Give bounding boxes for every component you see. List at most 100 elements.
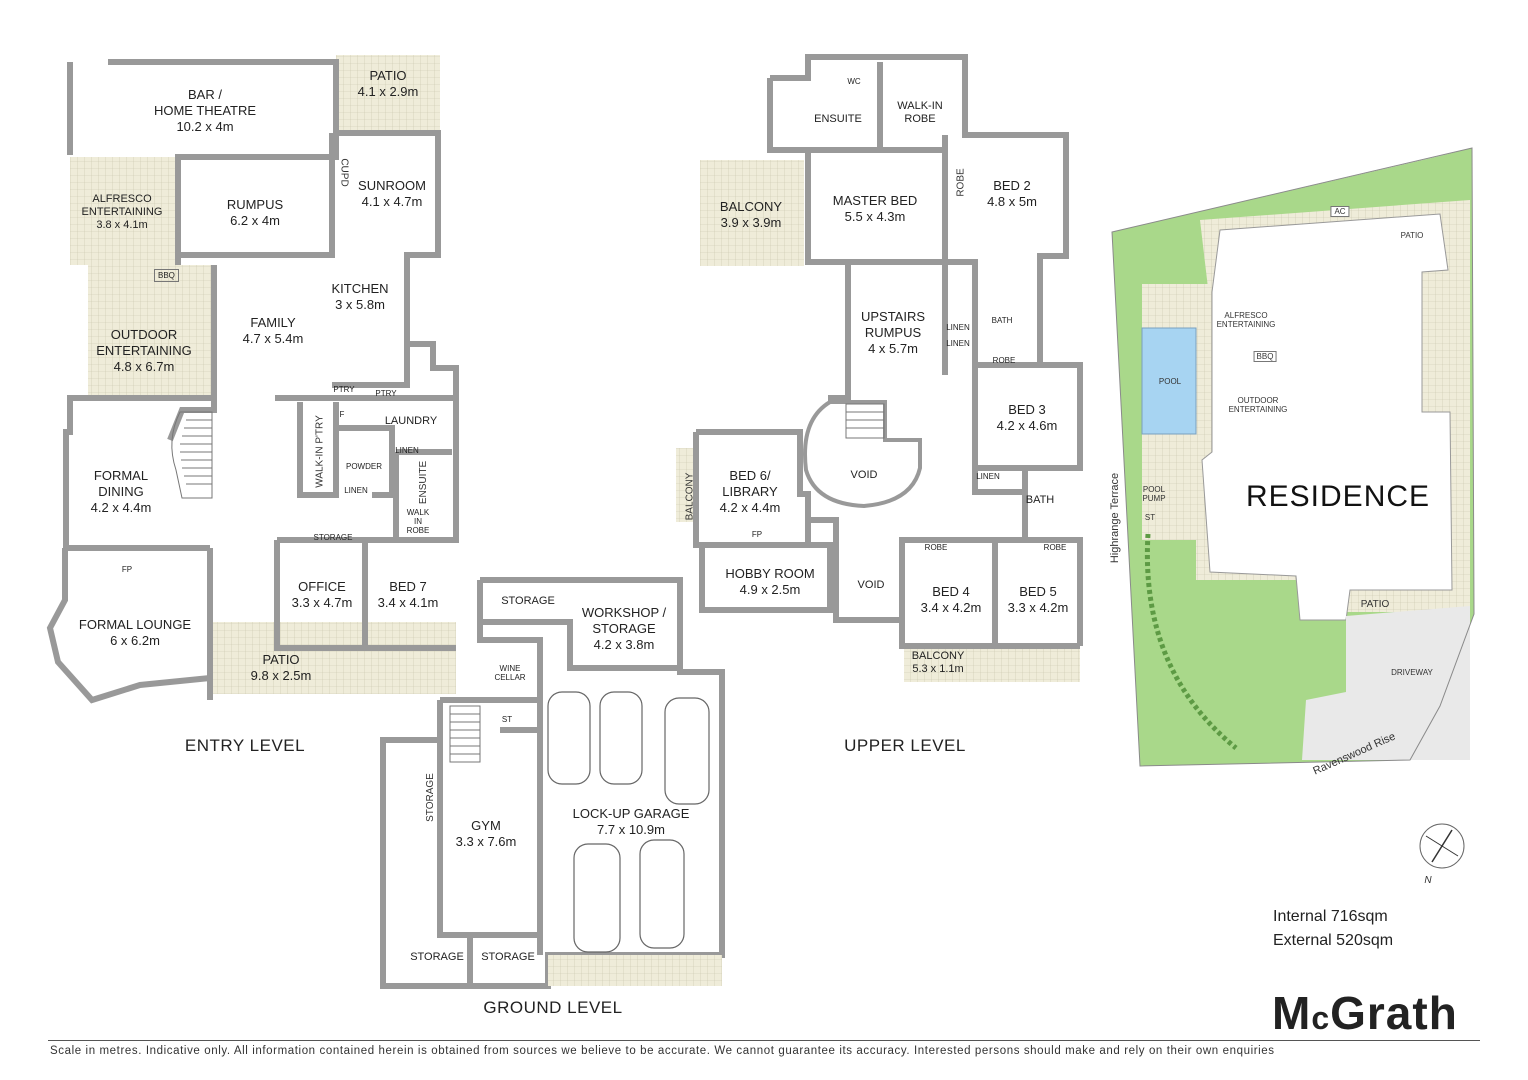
room-dimensions: 9.8 x 2.5m (250, 668, 312, 683)
room-dimensions: 4.2 x 3.8m (593, 637, 655, 652)
internal-area: Internal 716sqm (1273, 908, 1388, 925)
label-robe-b: ROBE (924, 543, 948, 552)
room-dimensions: 4.2 x 4.4m (90, 500, 152, 515)
room-name: KITCHEN (331, 281, 389, 296)
label-storage-ground-c: STORAGE (481, 951, 535, 963)
site-pool-pump: POOL PUMP (1142, 485, 1166, 503)
label-storage-vert: STORAGE (424, 773, 436, 822)
room-dimensions: 4.8 x 5m (987, 194, 1037, 209)
footer-divider (48, 1040, 1480, 1041)
room-dimensions: 5.3 x 1.1m (912, 663, 964, 675)
label-powder: POWDER (346, 462, 382, 471)
label-balcony-side: BALCONY (684, 472, 696, 521)
label-laundry: LAUNDRY (384, 415, 438, 427)
room-name: LOCK-UP GARAGE (572, 806, 690, 821)
north-label: N (1424, 875, 1432, 886)
room-name: RUMPUS (226, 197, 284, 212)
room-name: UPSTAIRS RUMPUS (860, 309, 926, 340)
entry-walls (46, 59, 459, 704)
disclaimer-text: Scale in metres. Indicative only. All in… (50, 1045, 1275, 1057)
room-dimensions: 4.1 x 4.7m (361, 194, 423, 209)
room-dimensions: 3.9 x 3.9m (720, 215, 782, 230)
logo-m: M (1272, 987, 1312, 1039)
room-dimensions: 6 x 6.2m (110, 633, 160, 648)
ground-stair (449, 705, 481, 763)
room-name: FORMAL DINING (93, 468, 149, 499)
site-outdoor: OUTDOOR ENTERTAINING (1228, 396, 1288, 414)
label-ensuite-upper: ENSUITE (814, 113, 862, 125)
upper-void-curve (803, 400, 922, 509)
label-robe-a: ROBE (992, 356, 1016, 365)
room-dimensions: 4.9 x 2.5m (739, 582, 801, 597)
label-linen-a: LINEN (946, 323, 970, 332)
room-name: BED 4 (932, 584, 970, 599)
label-walkin-ptry: WALK-IN P'TRY (314, 415, 326, 488)
room-dimensions: 4.7 x 5.4m (242, 331, 304, 346)
label-st-ground: ST (501, 715, 513, 724)
room-dimensions: 4.2 x 4.4m (719, 500, 781, 515)
label-robe-master: ROBE (955, 168, 967, 197)
label-robe-c: ROBE (1043, 543, 1067, 552)
room-dimensions: 6.2 x 4m (230, 213, 280, 228)
room-dimensions: 4.2 x 4.6m (996, 418, 1058, 433)
room-name: BAR / HOME THEATRE (153, 87, 257, 118)
level-title-entry: ENTRY LEVEL (184, 736, 306, 755)
room-name: FORMAL LOUNGE (78, 617, 192, 632)
upper-stair (845, 403, 885, 439)
label-cupd: CUPD (338, 158, 350, 187)
entry-stair (171, 411, 213, 499)
north-arrow (1419, 823, 1465, 869)
room-dimensions: 4 x 5.7m (868, 341, 918, 356)
mcgrath-logo: McGrath (1272, 986, 1458, 1040)
label-fridge: F (339, 410, 345, 419)
entry-paving (70, 55, 456, 694)
room-name: OFFICE (298, 579, 346, 594)
garage-cars (547, 691, 710, 953)
ground-paving (548, 955, 722, 986)
site-driveway: DRIVEWAY (1391, 668, 1433, 677)
label-void-1: VOID (850, 469, 878, 481)
label-storage-ground-a: STORAGE (501, 595, 555, 607)
room-name: HOBBY ROOM (725, 566, 815, 581)
room-dimensions: 5.5 x 4.3m (844, 209, 906, 224)
room-name: BED 3 (1008, 402, 1046, 417)
room-name: MASTER BED (832, 193, 918, 208)
label-ptry-2: PTRY (375, 389, 397, 398)
site-residence-label: RESIDENCE (1246, 480, 1431, 513)
room-name: PATIO (262, 652, 300, 667)
room-dimensions: 7.7 x 10.9m (597, 822, 665, 837)
site-st: ST (1144, 513, 1156, 522)
room-dimensions: 3 x 5.8m (335, 297, 385, 312)
room-dimensions: 3.3 x 4.2m (1007, 600, 1069, 615)
street-highrange-terrace: Highrange Terrace (1109, 472, 1122, 564)
room-name: BED 7 (389, 579, 427, 594)
room-dimensions: 10.2 x 4m (176, 119, 234, 134)
logo-c: c (1311, 1000, 1331, 1036)
site-patio-2: PATIO (1360, 599, 1390, 610)
label-wine-cellar: WINE CELLAR (494, 664, 526, 682)
label-storage-ground-b: STORAGE (410, 951, 464, 963)
room-name: SUNROOM (358, 178, 426, 193)
room-dimensions: 3.3 x 7.6m (455, 834, 517, 849)
room-dimensions: 4.1 x 2.9m (357, 84, 419, 99)
